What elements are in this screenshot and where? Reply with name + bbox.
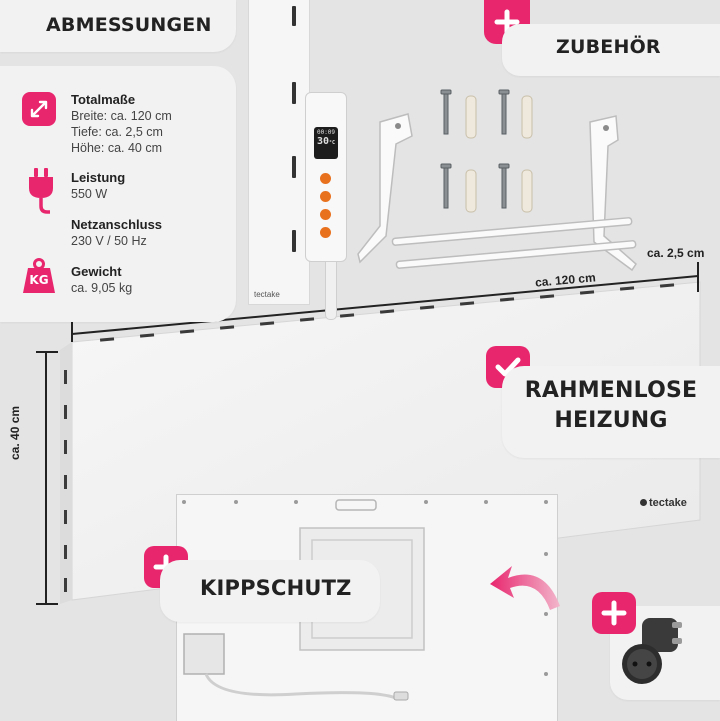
kg-weight-icon: KG [22,258,56,294]
heater-side-view [248,0,310,305]
thermostat-unit: 00:09 30°C [305,92,347,262]
spec-size: Totalmaße Breite: ca. 120 cm Tiefe: ca. … [71,92,172,155]
stand-feet-illustration [357,113,637,272]
brand-logo-panel: tectake [640,497,687,509]
thermostat-display: 00:09 30°C [314,127,338,159]
side-view-brand: tectake [254,290,280,299]
thermostat-button-mode[interactable] [320,209,331,220]
curved-arrow-icon [490,566,560,610]
spec-power: Leistung 550 W [71,170,126,201]
diagonal-arrows-icon [22,92,56,126]
thermostat-power-button[interactable] [320,227,331,238]
kippschutz-title-card [160,560,380,622]
spec-weight: Gewicht ca. 9,05 kg [71,264,133,295]
abmessungen-title: ABMESSUNGEN [46,14,212,36]
screws-dowels-illustration [440,89,533,213]
plug-icon [26,168,56,225]
spec-mains: Netzanschluss 230 V / 50 Hz [71,217,163,248]
depth-dimension-label: ca. 2,5 cm [647,246,705,260]
plus-icon-adapter [592,592,636,634]
side-view-slots [292,6,296,252]
rahmenlose-title: RAHMENLOSE HEIZUNG [524,378,698,433]
zubehor-title: ZUBEHÖR [556,36,661,58]
thermostat-button-up[interactable] [320,173,331,184]
height-dimension-label: ca. 40 cm [8,405,22,460]
brand-dot-icon [640,499,647,506]
zubehor-title-card [502,24,720,76]
kippschutz-title: KIPPSCHUTZ [200,576,352,600]
rahmenlose-title-card [502,366,720,458]
abmessungen-title-card [0,0,236,52]
plug-adapter-icon [622,618,682,684]
thermostat-button-down[interactable] [320,191,331,202]
